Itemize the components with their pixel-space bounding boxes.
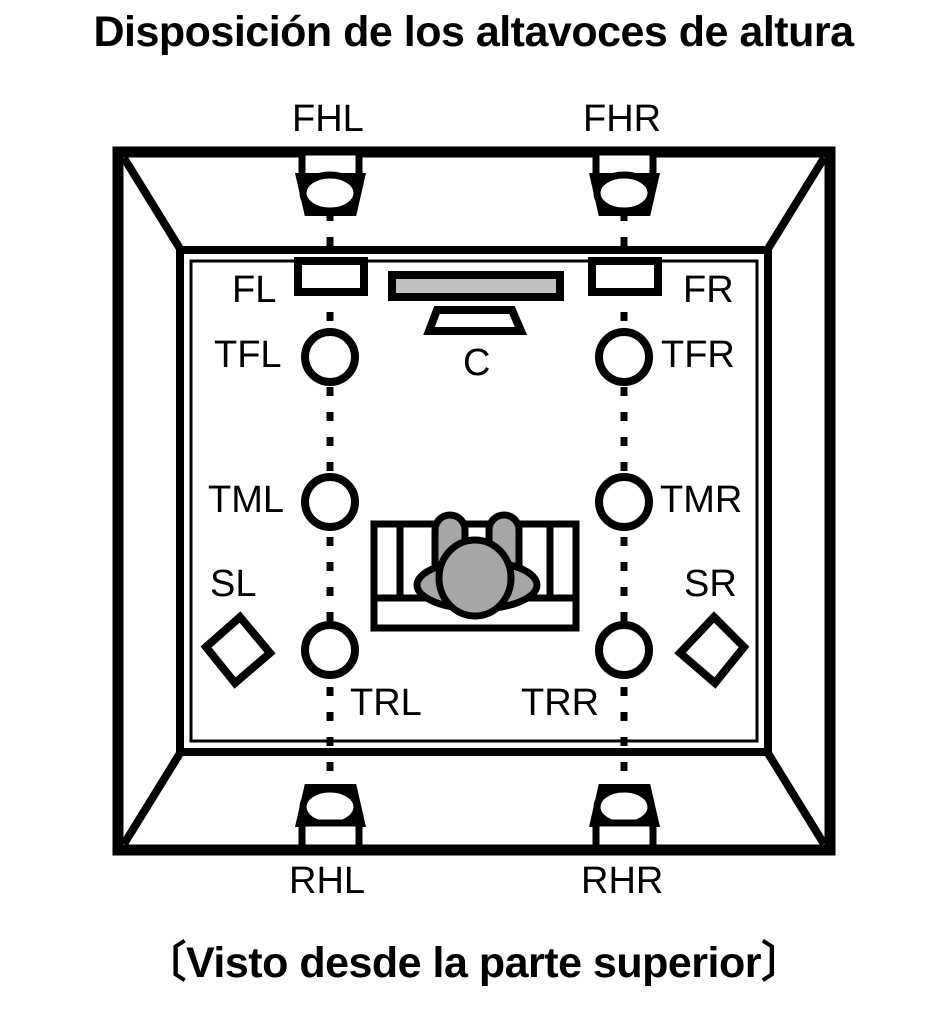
speaker-tfl	[301, 328, 359, 386]
page-caption: 〔Visto desde la parte superior〕	[143, 939, 804, 987]
label-rhl: RHL	[289, 860, 366, 902]
listener-on-sofa	[370, 511, 580, 632]
label-tmr: TMR	[660, 479, 743, 521]
label-tml: TML	[208, 479, 284, 521]
speaker-trr	[595, 621, 653, 679]
label-rhr: RHR	[581, 860, 664, 902]
label-sr: SR	[684, 563, 737, 605]
label-tfr: TFR	[661, 334, 735, 376]
room-corner-diagonals	[120, 155, 828, 847]
label-fhr: FHR	[583, 98, 662, 140]
speaker-sr	[674, 611, 750, 689]
speaker-fhr	[588, 148, 661, 216]
speaker-tfr	[595, 328, 653, 386]
speaker-fhl	[294, 148, 367, 216]
speaker-rhl	[294, 784, 367, 852]
label-c: C	[463, 342, 491, 384]
label-trr: TRR	[521, 682, 600, 724]
page-title: Disposición de los altavoces de altura	[93, 8, 854, 56]
speaker-tmr	[595, 473, 653, 531]
speaker-rhr	[588, 784, 661, 852]
speaker-fl	[294, 257, 368, 296]
speaker-tml	[301, 473, 359, 531]
speaker-trl	[301, 621, 359, 679]
label-tfl: TFL	[214, 334, 282, 376]
label-fhl: FHL	[292, 98, 364, 140]
label-sl: SL	[210, 563, 257, 605]
label-fr: FR	[683, 269, 734, 311]
label-trl: TRL	[350, 682, 422, 724]
television	[388, 271, 564, 301]
speaker-fr	[588, 257, 662, 296]
label-fl: FL	[232, 269, 277, 311]
speaker-c	[423, 306, 528, 335]
speaker-sl	[200, 611, 276, 689]
